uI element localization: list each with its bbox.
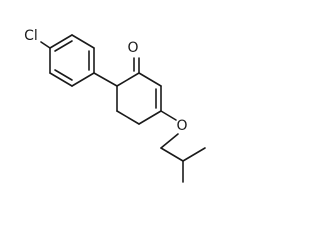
bond-ring-a1-a2 bbox=[49, 34, 73, 49]
bond-c1-c2 bbox=[138, 72, 162, 87]
bond-ch-ch3a bbox=[182, 147, 206, 162]
molecule-structure: Cl O O bbox=[24, 28, 206, 183]
bond-ring-a2-a3 bbox=[71, 34, 95, 49]
bond-ring-inner-1 bbox=[54, 40, 73, 52]
bond-c4-c5 bbox=[116, 110, 140, 125]
bond-c3-o bbox=[160, 110, 177, 121]
bond-ring-a4-a5 bbox=[71, 72, 95, 87]
cyclohexenone-ring bbox=[116, 72, 162, 125]
bond-c-cl bbox=[40, 41, 51, 49]
chlorophenyl-ring bbox=[49, 34, 95, 87]
chlorine-label: Cl bbox=[24, 28, 38, 44]
bond-ch2-ch bbox=[160, 147, 184, 162]
bond-c6-c1 bbox=[116, 72, 140, 87]
ketone-oxygen-label: O bbox=[127, 40, 138, 56]
bond-ring-inner-3 bbox=[54, 69, 73, 81]
bond-c3-c4 bbox=[138, 110, 162, 125]
ether-oxygen-label: O bbox=[176, 118, 187, 134]
bond-aryl-c6 bbox=[93, 72, 118, 87]
isobutyl-chain bbox=[160, 133, 206, 183]
bond-ring-a5-a6 bbox=[49, 72, 73, 87]
bond-o-ch2 bbox=[160, 133, 179, 149]
